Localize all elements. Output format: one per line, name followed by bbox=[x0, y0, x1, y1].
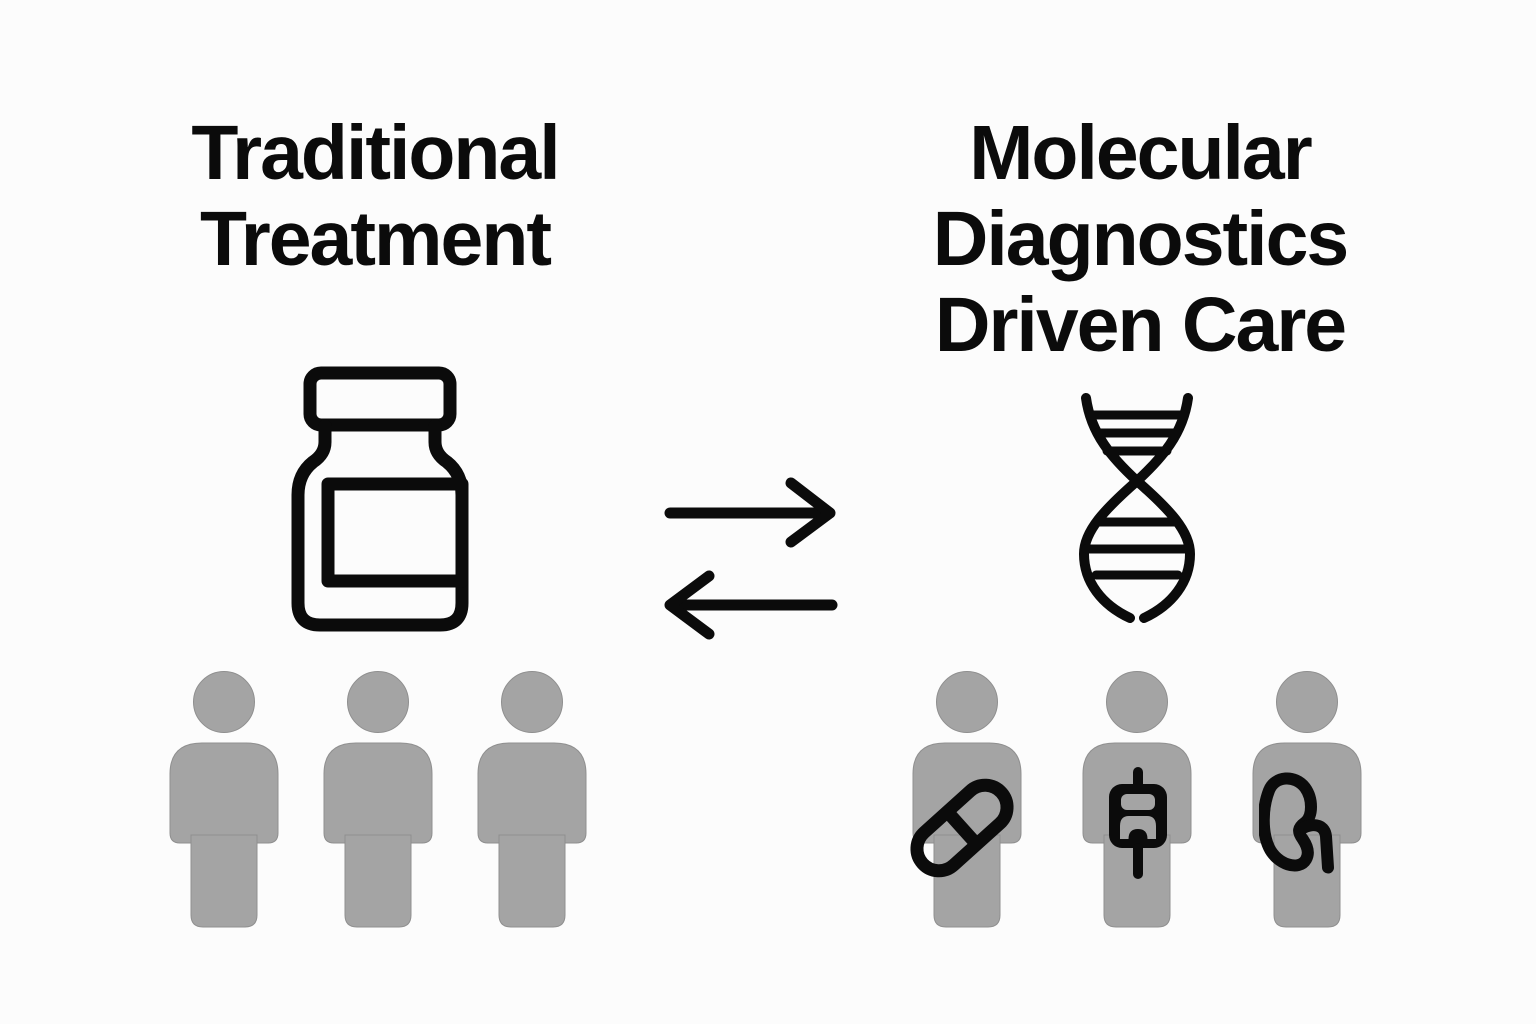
title-line: Traditional bbox=[191, 110, 560, 196]
exchange-arrows-icon bbox=[662, 472, 842, 642]
left-panel-title: Traditional Treatment bbox=[75, 110, 675, 282]
title-line: Molecular bbox=[969, 110, 1312, 196]
medicine-bottle-icon bbox=[290, 365, 470, 637]
kidney-icon bbox=[1259, 770, 1349, 876]
title-line: Driven Care bbox=[934, 282, 1347, 368]
person-icon bbox=[1081, 670, 1193, 928]
arrow-left-head bbox=[664, 570, 715, 640]
right-panel-title: Molecular Diagnostics Driven Care bbox=[840, 110, 1440, 368]
arrow-right-head bbox=[785, 477, 836, 548]
person-icon bbox=[476, 670, 588, 928]
dna-helix-icon bbox=[1076, 392, 1198, 636]
left-people-group bbox=[168, 670, 588, 928]
person-icon bbox=[168, 670, 280, 928]
person-icon bbox=[322, 670, 434, 928]
capsule-icon bbox=[902, 768, 1022, 888]
person-icon bbox=[1251, 670, 1363, 928]
right-people-group bbox=[910, 670, 1363, 928]
title-line: Treatment bbox=[199, 196, 552, 282]
title-line: Diagnostics bbox=[932, 196, 1349, 282]
person-icon bbox=[910, 670, 1023, 928]
syringe-icon bbox=[1109, 766, 1167, 880]
